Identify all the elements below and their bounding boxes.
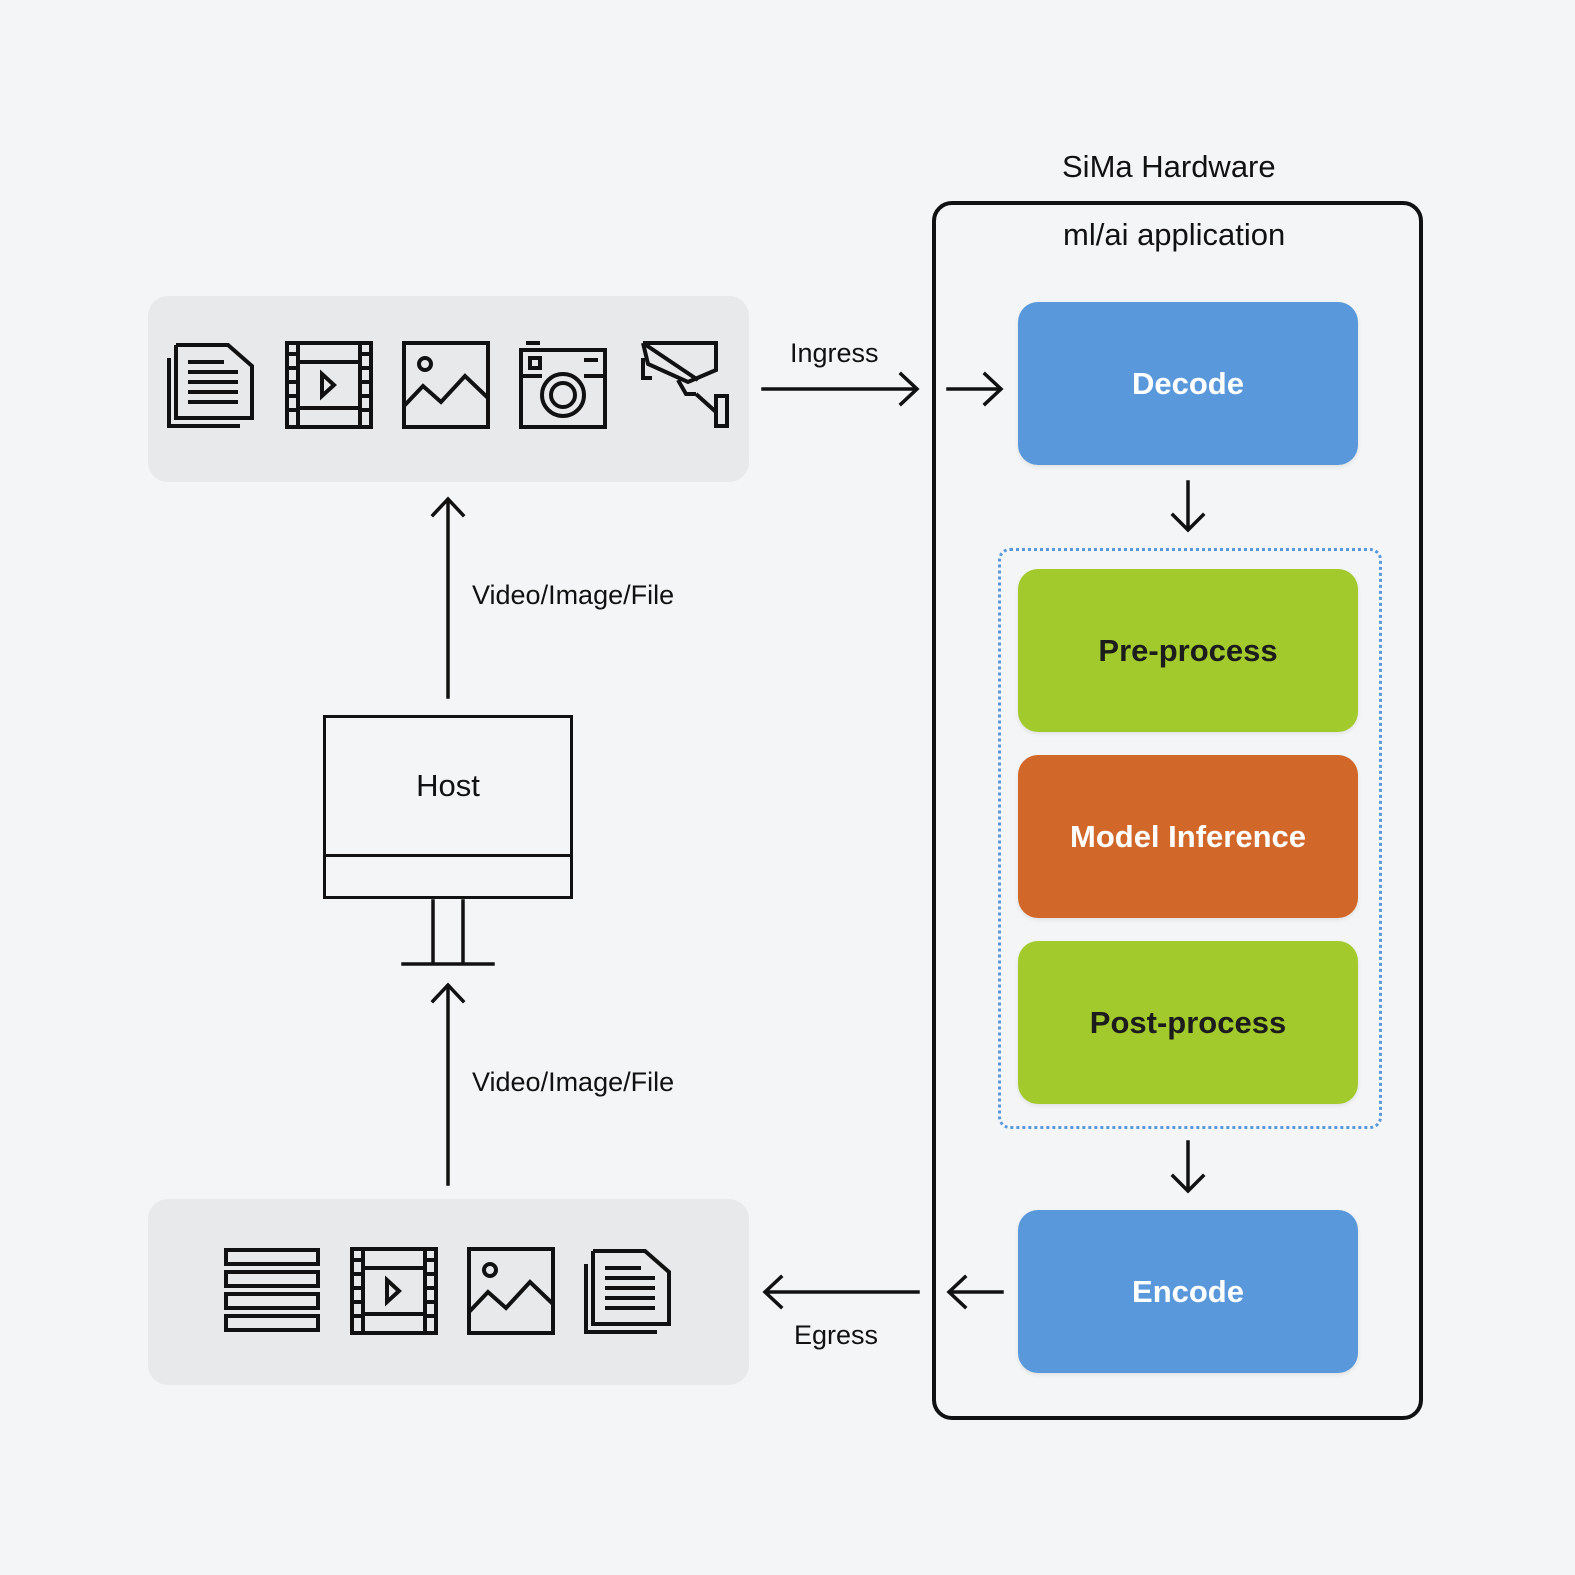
group-to-encode-arrowhead [1170, 1173, 1206, 1194]
app-title: ml/ai application [1063, 217, 1286, 252]
decode-entry-arrowhead [982, 371, 1004, 407]
film-icon [350, 1247, 438, 1335]
security-camera-icon [641, 341, 729, 428]
input-sources-panel [148, 296, 749, 482]
preprocess-stage: Pre-process [1018, 569, 1358, 732]
decode-stage: Decode [1018, 302, 1358, 465]
egress-label: Egress [794, 1320, 879, 1350]
host-label: Host [416, 768, 480, 803]
decode-to-group-arrowhead [1170, 512, 1206, 533]
hardware-title: SiMa Hardware [1062, 149, 1276, 184]
encode-stage: Encode [1018, 1210, 1358, 1373]
encode-exit-arrowhead [946, 1274, 968, 1310]
image-icon [402, 341, 490, 429]
document-stack-icon [584, 1249, 671, 1334]
processing-group [998, 548, 1382, 1129]
ingress-label: Ingress [790, 338, 879, 368]
sima-hardware-container [932, 201, 1423, 1420]
image-icon [467, 1247, 555, 1335]
database-icon [224, 1248, 320, 1332]
ingress-arrowhead [898, 371, 920, 407]
egress-arrowhead [762, 1274, 784, 1310]
host-bezel [323, 854, 573, 899]
model-inference-stage: Model Inference [1018, 755, 1358, 918]
host-monitor: Host [323, 715, 573, 901]
lower-flow-arrowhead [430, 982, 466, 1004]
camera-icon [519, 341, 607, 429]
host-screen: Host [323, 715, 573, 857]
upper-flow-arrowhead [430, 496, 466, 518]
document-stack-icon [167, 343, 254, 428]
film-icon [285, 341, 373, 429]
lower-media-label: Video/Image/File [472, 1067, 675, 1097]
postprocess-stage: Post-process [1018, 941, 1358, 1104]
upper-media-label: Video/Image/File [472, 580, 675, 610]
